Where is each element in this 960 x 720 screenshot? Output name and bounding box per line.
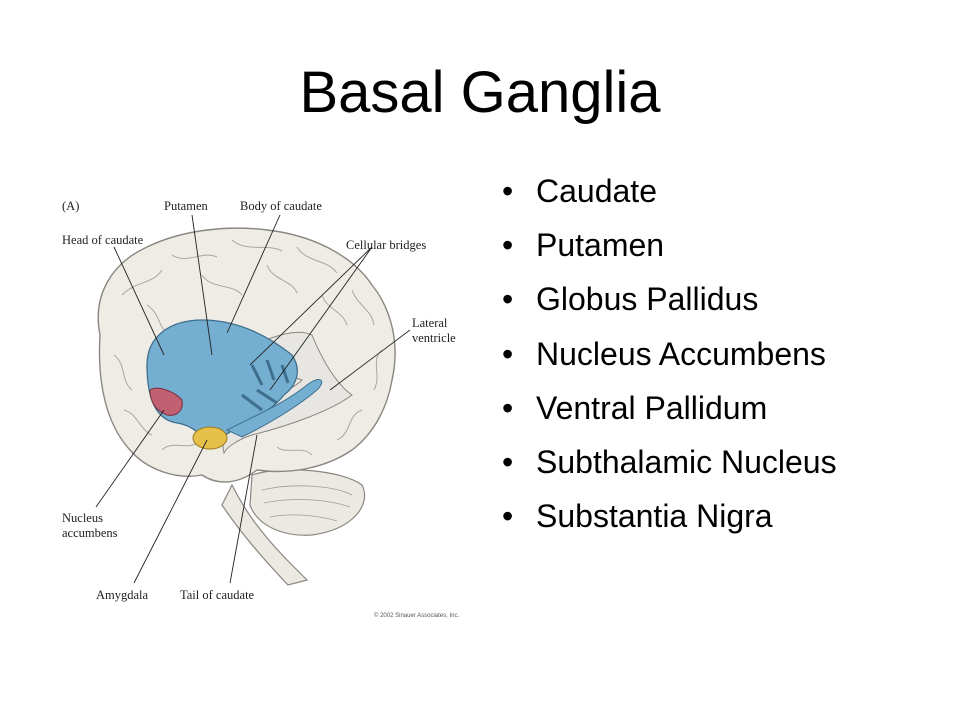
nucleus-accumbens-shape (149, 387, 183, 416)
bullet-icon: • (502, 227, 514, 264)
bullet-text: Putamen (536, 227, 665, 264)
label-lateral: Lateral (412, 316, 448, 330)
label-putamen: Putamen (164, 199, 208, 213)
figure-copyright: © 2002 Sinauer Associates, Inc. (374, 612, 459, 619)
label-cellular-bridges: Cellular bridges (346, 238, 426, 252)
bullet-text: Substantia Nigra (536, 498, 773, 535)
bullet-text: Subthalamic Nucleus (536, 443, 837, 480)
brain-illustration: (A) Putamen Body of caudate Head of caud… (62, 199, 459, 619)
gyri-lines (113, 239, 383, 456)
label-head-of-caudate: Head of caudate (62, 233, 144, 247)
bullet-item: • Putamen (496, 226, 837, 264)
brain-diagram: (A) Putamen Body of caudate Head of caud… (52, 185, 472, 625)
amygdala-shape (192, 426, 228, 450)
bullet-icon: • (502, 281, 514, 318)
label-nucleus: Nucleus (62, 511, 103, 525)
bullet-item: • Globus Pallidus (496, 280, 837, 318)
slide-title: Basal Ganglia (299, 60, 661, 125)
bullet-icon: • (502, 335, 514, 372)
label-body-of-caudate: Body of caudate (240, 199, 322, 213)
tail-of-caudate-shape (225, 379, 323, 438)
label-ventricle: ventricle (412, 331, 456, 345)
bullet-item: • Caudate (496, 172, 837, 210)
bullet-item: • Ventral Pallidum (496, 389, 837, 427)
label-amygdala: Amygdala (96, 588, 149, 602)
label-tail-of-caudate: Tail of caudate (180, 588, 255, 602)
bullet-icon: • (502, 443, 514, 480)
bullet-icon: • (502, 498, 514, 535)
bullet-item: • Nucleus Accumbens (496, 335, 837, 373)
bullet-item: • Substantia Nigra (496, 497, 837, 535)
bullet-text: Ventral Pallidum (536, 389, 768, 426)
panel-label: (A) (62, 199, 79, 213)
cellular-bridges-lines (241, 359, 290, 412)
bullet-icon: • (502, 389, 514, 426)
bullet-icon: • (502, 173, 514, 209)
bullet-text: Caudate (536, 173, 657, 209)
label-accumbens: accumbens (62, 526, 118, 540)
cerebellum-folds (261, 485, 353, 522)
bullet-item: • Subthalamic Nucleus (496, 443, 837, 481)
bullet-text: Globus Pallidus (536, 281, 759, 318)
bullet-list: • Caudate • Putamen • Globus Pallidus • Nucl… (496, 172, 837, 551)
bullet-text: Nucleus Accumbens (536, 335, 826, 372)
cerebellum-shape (249, 469, 366, 536)
leader-lines (95, 214, 411, 584)
